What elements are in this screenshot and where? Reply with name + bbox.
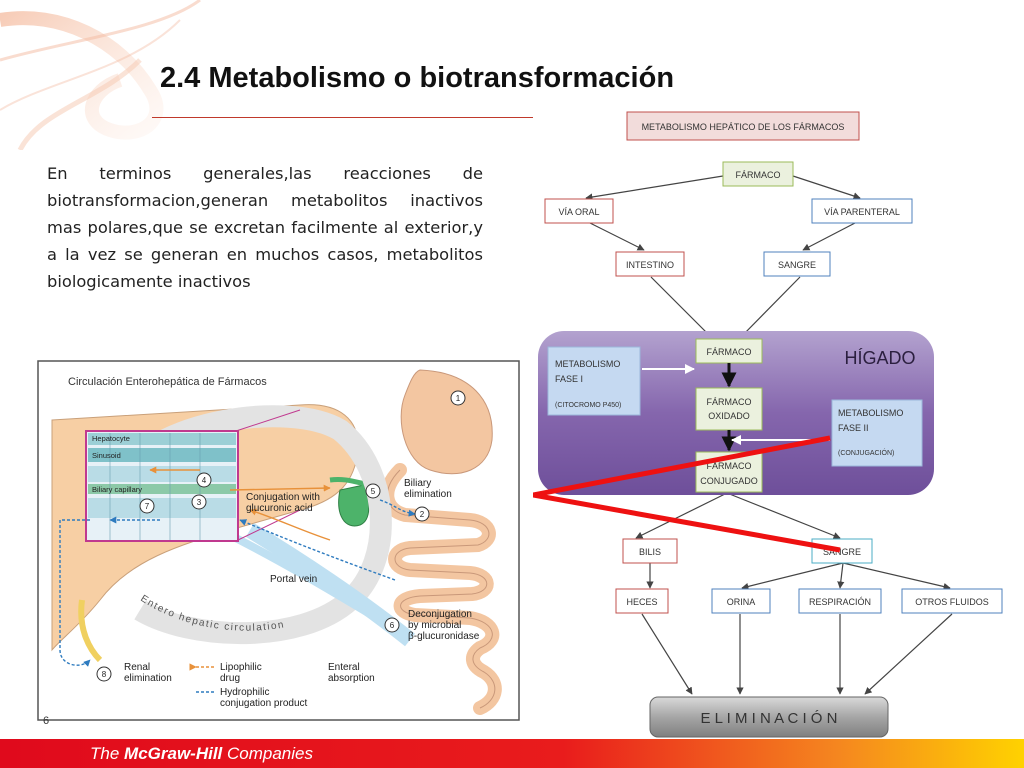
- svg-text:glucuronic acid: glucuronic acid: [246, 503, 313, 514]
- enterohepatic-circulation-figure: Circulación Enterohepática de Fármacos E…: [37, 360, 520, 721]
- slide-title: 2.4 Metabolismo o biotransformación: [160, 62, 675, 94]
- footer-brand: The McGraw-Hill Companies: [90, 744, 313, 763]
- decorative-swirl: [0, 0, 201, 150]
- svg-text:E L I M I N A C I Ó N: E L I M I N A C I Ó N: [701, 710, 838, 727]
- svg-text:3: 3: [197, 498, 202, 507]
- svg-text:SANGRE: SANGRE: [778, 260, 816, 270]
- box-bilis: BILIS: [622, 538, 678, 564]
- svg-text:6: 6: [390, 621, 395, 630]
- svg-text:Sinusoid: Sinusoid: [92, 451, 121, 460]
- svg-text:Biliary capillary: Biliary capillary: [92, 485, 142, 494]
- svg-text:BILIS: BILIS: [639, 547, 661, 557]
- body-paragraph: En terminos generales,las reacciones de …: [47, 164, 483, 291]
- footer-bar: [0, 739, 1024, 768]
- svg-text:1: 1: [456, 394, 461, 403]
- svg-text:FASE II: FASE II: [838, 423, 869, 433]
- svg-text:FÁRMACO: FÁRMACO: [736, 170, 781, 180]
- svg-text:SANGRE: SANGRE: [823, 547, 861, 557]
- svg-text:FÁRMACO: FÁRMACO: [707, 461, 752, 471]
- box-sangre-2: SANGRE: [811, 538, 873, 564]
- svg-text:METABOLISMO: METABOLISMO: [838, 408, 903, 418]
- svg-text:FÁRMACO: FÁRMACO: [707, 397, 752, 407]
- svg-text:Hydrophilic: Hydrophilic: [220, 687, 269, 698]
- svg-text:HECES: HECES: [626, 597, 657, 607]
- svg-text:OTROS FLUIDOS: OTROS FLUIDOS: [915, 597, 989, 607]
- svg-text:Conjugation with: Conjugation with: [246, 492, 320, 503]
- title-underline: [152, 117, 534, 118]
- box-via-oral: VÍA ORAL: [544, 198, 614, 224]
- svg-text:conjugation product: conjugation product: [220, 698, 308, 709]
- liver-label: HÍGADO: [844, 348, 915, 368]
- box-intestino: INTESTINO: [615, 251, 685, 277]
- svg-text:β-glucuronidase: β-glucuronidase: [408, 631, 480, 642]
- hepatic-metabolism-diagram: METABOLISMO HEPÁTICO DE LOS FÁRMACOS FÁR…: [533, 105, 1013, 745]
- svg-text:by microbial: by microbial: [408, 620, 461, 631]
- svg-text:2: 2: [420, 510, 425, 519]
- svg-text:Renal: Renal: [124, 662, 150, 673]
- svg-text:OXIDADO: OXIDADO: [708, 411, 750, 421]
- slide-number: 6: [43, 715, 50, 727]
- svg-text:4: 4: [202, 476, 207, 485]
- svg-text:(CONJUGACIÓN): (CONJUGACIÓN): [838, 448, 894, 457]
- flow-arrows: [585, 175, 953, 695]
- box-sangre: SANGRE: [763, 251, 831, 277]
- svg-text:8: 8: [102, 670, 107, 679]
- svg-text:absorption: absorption: [328, 673, 375, 684]
- svg-text:Biliary: Biliary: [404, 478, 431, 489]
- svg-text:INTESTINO: INTESTINO: [626, 260, 674, 270]
- box-otros-fluidos: OTROS FLUIDOS: [901, 588, 1003, 614]
- box-farmaco: FÁRMACO: [722, 161, 794, 187]
- box-via-parenteral: VÍA PARENTERAL: [811, 198, 913, 224]
- svg-text:Portal vein: Portal vein: [270, 574, 317, 585]
- svg-text:5: 5: [371, 487, 376, 496]
- gallbladder-shape: [338, 484, 370, 527]
- svg-text:RESPIRACIÓN: RESPIRACIÓN: [809, 597, 871, 607]
- svg-text:Deconjugation: Deconjugation: [408, 609, 472, 620]
- header-label: METABOLISMO HEPÁTICO DE LOS FÁRMACOS: [642, 122, 845, 132]
- liver-region: HÍGADO METABOLISMO FASE I (CITOCROMO P45…: [538, 331, 934, 495]
- svg-text:FÁRMACO: FÁRMACO: [707, 347, 752, 357]
- stomach-shape: [400, 369, 493, 475]
- svg-text:Hepatocyte: Hepatocyte: [92, 434, 130, 443]
- header-box: METABOLISMO HEPÁTICO DE LOS FÁRMACOS: [626, 111, 860, 141]
- svg-text:elimination: elimination: [124, 673, 172, 684]
- circulation-arc: [110, 405, 392, 645]
- svg-text:ORINA: ORINA: [727, 597, 756, 607]
- svg-text:CONJUGADO: CONJUGADO: [700, 476, 758, 486]
- box-respiracion: RESPIRACIÓN: [798, 588, 882, 614]
- svg-text:VÍA ORAL: VÍA ORAL: [558, 207, 599, 217]
- box-orina: ORINA: [711, 588, 771, 614]
- svg-text:(CITOCROMO P450): (CITOCROMO P450): [555, 402, 621, 409]
- box-heces: HECES: [615, 588, 669, 614]
- svg-text:METABOLISMO: METABOLISMO: [555, 359, 620, 369]
- svg-text:Enteral: Enteral: [328, 662, 360, 673]
- svg-text:VÍA PARENTERAL: VÍA PARENTERAL: [824, 207, 900, 217]
- box-eliminacion: E L I M I N A C I Ó N: [649, 696, 889, 738]
- svg-text:elimination: elimination: [404, 489, 452, 500]
- svg-text:drug: drug: [220, 673, 240, 684]
- red-pointer-lines: [533, 435, 841, 553]
- svg-text:7: 7: [145, 502, 150, 511]
- svg-text:FASE I: FASE I: [555, 374, 583, 384]
- svg-text:Lipophilic: Lipophilic: [220, 662, 262, 673]
- figure-title: Circulación Enterohepática de Fármacos: [68, 376, 267, 388]
